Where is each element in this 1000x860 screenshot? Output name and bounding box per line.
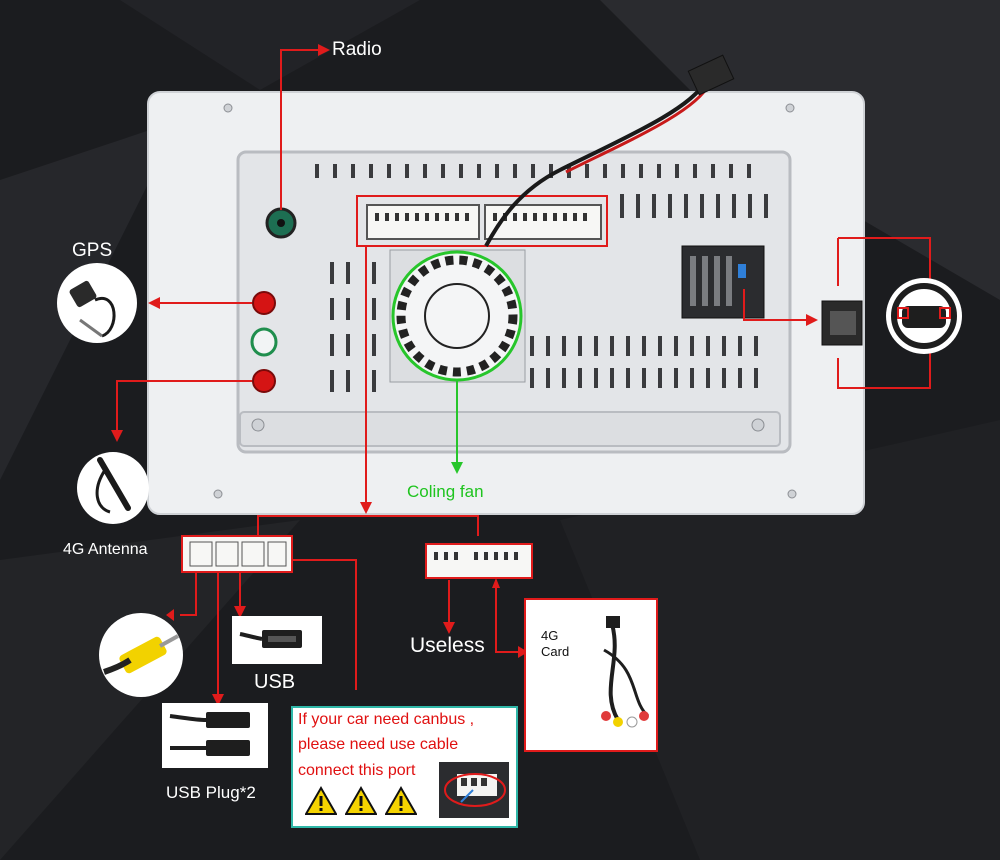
fan-arrow — [451, 380, 463, 474]
port-4g — [252, 369, 276, 393]
cooling-fan-label: Coling fan — [407, 482, 484, 501]
warning-icon — [385, 786, 417, 815]
antenna-4g-icon — [77, 452, 149, 524]
usb-plug-image — [162, 703, 268, 768]
top-vents — [315, 164, 751, 178]
usb-connector — [181, 535, 293, 573]
head-unit-back-panel — [147, 54, 865, 515]
arrow-heads — [111, 44, 818, 706]
gps-label: GPS — [72, 240, 113, 261]
main-connector-left — [366, 204, 480, 240]
usb-plug-label: USB Plug*2 — [166, 783, 256, 802]
note-line-1: If your car need canbus , — [298, 711, 475, 728]
note-line-2: please need use cable — [298, 736, 459, 753]
usb-cable-icon — [232, 616, 322, 664]
warning-icon — [305, 786, 337, 815]
card-4g-box — [524, 598, 658, 752]
note-line-3: connect this port — [298, 762, 416, 779]
gps-antenna-icon — [57, 263, 137, 343]
main-connector-right — [484, 204, 602, 240]
right-vents — [530, 194, 768, 388]
gps-port — [252, 291, 276, 315]
card-4g-label: 4G Card — [541, 628, 569, 660]
card-4g-line2: Card — [541, 644, 570, 659]
useless-label: Useless — [410, 634, 485, 657]
rca-plug-icon — [99, 613, 183, 697]
warning-icon — [345, 786, 377, 815]
fan-plug — [687, 54, 735, 96]
card-4g-line1: 4G — [541, 628, 559, 643]
canbus-port-image — [439, 762, 509, 818]
connection-arrows — [116, 49, 931, 694]
antenna-4g-label: 4G Antenna — [63, 541, 148, 558]
canbus-note: If your car need canbus , please need us… — [291, 706, 518, 828]
second-connector — [425, 543, 533, 579]
usb-label: USB — [254, 671, 296, 693]
left-vents — [330, 262, 376, 392]
steering-wheel-icon — [821, 278, 962, 354]
radio-label: Radio — [332, 39, 382, 60]
